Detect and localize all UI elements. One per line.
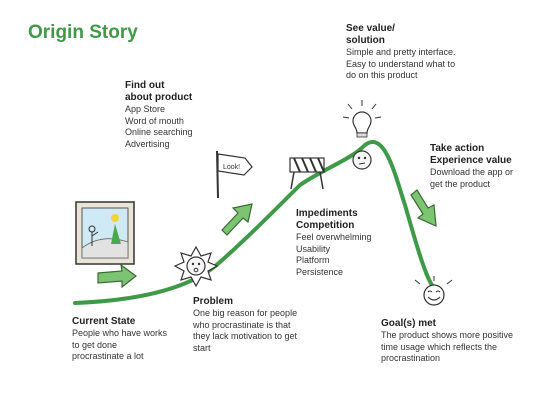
stage-detail: procrastinate a lot	[72, 351, 144, 361]
stage-detail: Platform	[296, 255, 330, 265]
stage-heading: Take action	[430, 143, 485, 154]
stage-detail: App Store	[125, 104, 166, 114]
stage-detail: procrastination	[381, 353, 441, 363]
hurdle-icon	[289, 157, 325, 190]
stage-impediments: Impediments Competition Feel overwhelmin…	[296, 208, 372, 278]
signpost-icon: Look!	[216, 150, 253, 199]
stage-heading: Current State	[72, 316, 136, 327]
stage-detail: who procrastinate is that	[193, 319, 291, 330]
stage-find-out: Find out about product App Store Word of…	[125, 80, 193, 150]
lightbulb-icon	[342, 100, 382, 138]
picture-frame-icon	[75, 201, 135, 265]
stage-heading: Find out	[125, 80, 165, 91]
stage-detail: they lack motivation to get	[193, 331, 298, 341]
right-arrow-icon	[97, 263, 137, 289]
stage-detail: Persistence	[296, 266, 344, 277]
stage-detail: The product shows more positive	[381, 330, 514, 340]
stage-detail: do on this product	[346, 70, 418, 80]
stage-detail: Feel overwhelming	[296, 232, 372, 242]
up-right-arrow-icon	[221, 203, 253, 236]
stage-detail: Online searching	[125, 127, 193, 137]
stage-detail: Advertising	[125, 138, 170, 149]
stage-heading: Goal(s) met	[381, 318, 437, 329]
stage-heading: solution	[346, 35, 385, 46]
stage-heading: See value/	[346, 23, 395, 34]
stage-detail: Easy to understand what to	[346, 58, 456, 69]
stage-current-state: Current State People who have works to g…	[72, 316, 167, 363]
stage-heading: Experience value	[430, 155, 512, 166]
stage-detail: Usability	[296, 243, 331, 254]
stage-detail: People who have works	[72, 328, 168, 338]
stage-heading: Impediments	[296, 208, 358, 219]
worried-face-icon	[173, 245, 219, 288]
stage-detail: start	[193, 342, 211, 353]
signpost-label: Look!	[223, 164, 240, 171]
stage-heading: Problem	[193, 296, 234, 307]
stage-heading: about product	[125, 92, 193, 103]
stage-detail: Simple and pretty interface.	[346, 47, 456, 57]
thinking-face-icon	[352, 150, 372, 170]
stage-detail: Download the app or	[430, 167, 514, 177]
stage-goals-met: Goal(s) met The product shows more posit…	[381, 318, 513, 365]
stage-detail: get the product	[430, 178, 491, 189]
stage-detail: Word of mouth	[125, 115, 184, 126]
stage-problem: Problem One big reason for people who pr…	[193, 296, 297, 354]
stage-heading: Competition	[296, 220, 355, 231]
stage-detail: One big reason for people	[193, 308, 298, 318]
down-arrow-icon	[410, 189, 437, 227]
page-title: Origin Story	[28, 22, 138, 43]
stage-see-value: See value/ solution Simple and pretty in…	[346, 23, 456, 82]
stage-take-action: Take action Experience value Download th…	[430, 143, 513, 190]
stage-detail: to get done	[72, 339, 118, 350]
happy-face-icon	[414, 276, 453, 306]
stage-detail: time usage which reflects the	[381, 341, 498, 352]
